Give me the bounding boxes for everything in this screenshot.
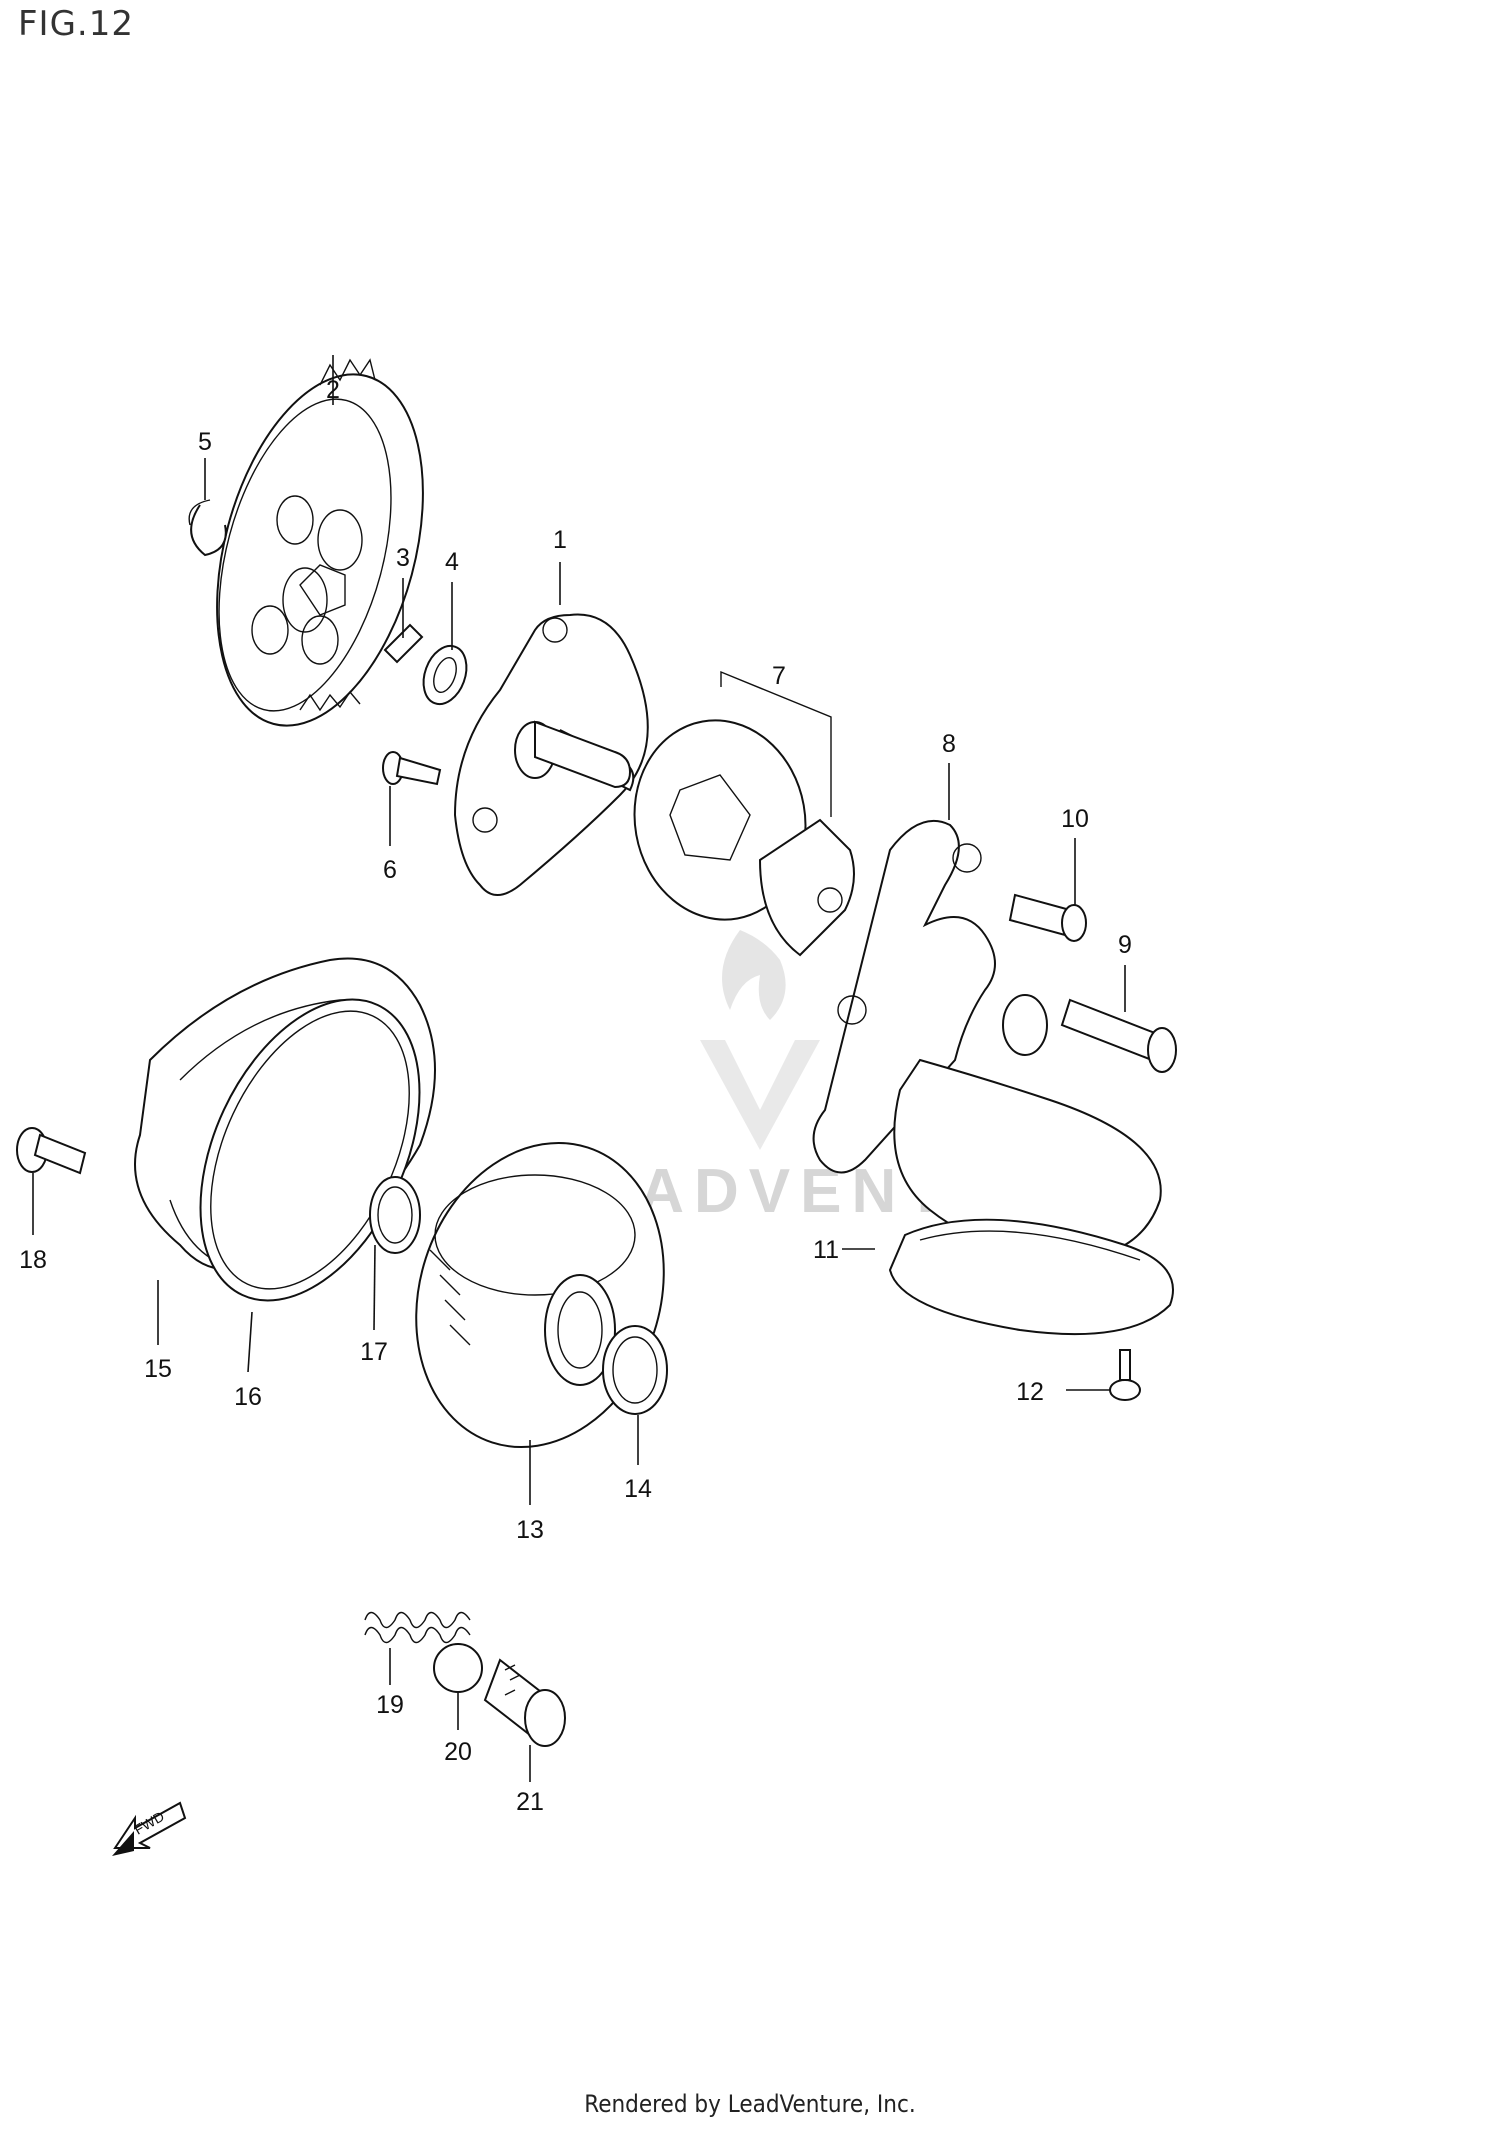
callout-6: 6 — [383, 856, 397, 884]
screw-small — [1109, 1349, 1141, 1401]
callout-8: 8 — [942, 730, 956, 758]
check-ball — [433, 1643, 483, 1693]
washer — [422, 644, 468, 706]
callout-10: 10 — [1061, 805, 1089, 833]
callout-16: 16 — [234, 1383, 262, 1411]
rotor-set — [633, 670, 855, 957]
oil-pump-body — [453, 613, 649, 896]
leader-lines — [32, 355, 1126, 1782]
screw — [382, 751, 442, 786]
o-ring-small — [369, 1176, 421, 1254]
callout-17: 17 — [360, 1338, 388, 1366]
oil-strainer-screen — [888, 1218, 1174, 1336]
watermark-logo — [700, 930, 820, 1150]
callout-9: 9 — [1118, 931, 1132, 959]
forward-arrow-icon: FWD — [112, 1801, 187, 1856]
flange-bolt — [16, 1127, 87, 1175]
footer-credit: Rendered by LeadVenture, Inc. — [584, 2090, 916, 2118]
callout-2: 2 — [326, 376, 340, 404]
callout-11: 11 — [813, 1236, 839, 1264]
callout-13: 13 — [516, 1516, 544, 1544]
oil-strainer-housing — [812, 820, 1162, 1262]
callout-12: 12 — [1016, 1378, 1044, 1406]
screw-short — [1008, 893, 1087, 942]
long-bolt — [1060, 998, 1177, 1073]
callout-3: 3 — [396, 544, 410, 572]
relief-spring — [364, 1611, 471, 1644]
callout-14: 14 — [624, 1475, 652, 1503]
callout-18: 18 — [19, 1246, 47, 1274]
filter-seal — [602, 1325, 668, 1415]
oil-pump-driven-gear — [216, 358, 424, 727]
pin — [383, 623, 424, 664]
callout-5: 5 — [198, 428, 212, 456]
relief-valve — [483, 1658, 566, 1747]
circlip — [188, 499, 227, 557]
callout-20: 20 — [444, 1738, 472, 1766]
callout-4: 4 — [445, 548, 459, 576]
callout-1: 1 — [553, 526, 567, 554]
callout-7: 7 — [772, 662, 786, 690]
figure-title: FIG.12 — [18, 4, 135, 44]
callout-21: 21 — [516, 1788, 544, 1816]
callout-labels: 2 5 3 4 1 6 7 8 10 9 11 12 13 14 15 16 1… — [19, 376, 1132, 1816]
oil-filter — [415, 1141, 665, 1449]
callout-15: 15 — [144, 1355, 172, 1383]
callout-19: 19 — [376, 1691, 404, 1719]
